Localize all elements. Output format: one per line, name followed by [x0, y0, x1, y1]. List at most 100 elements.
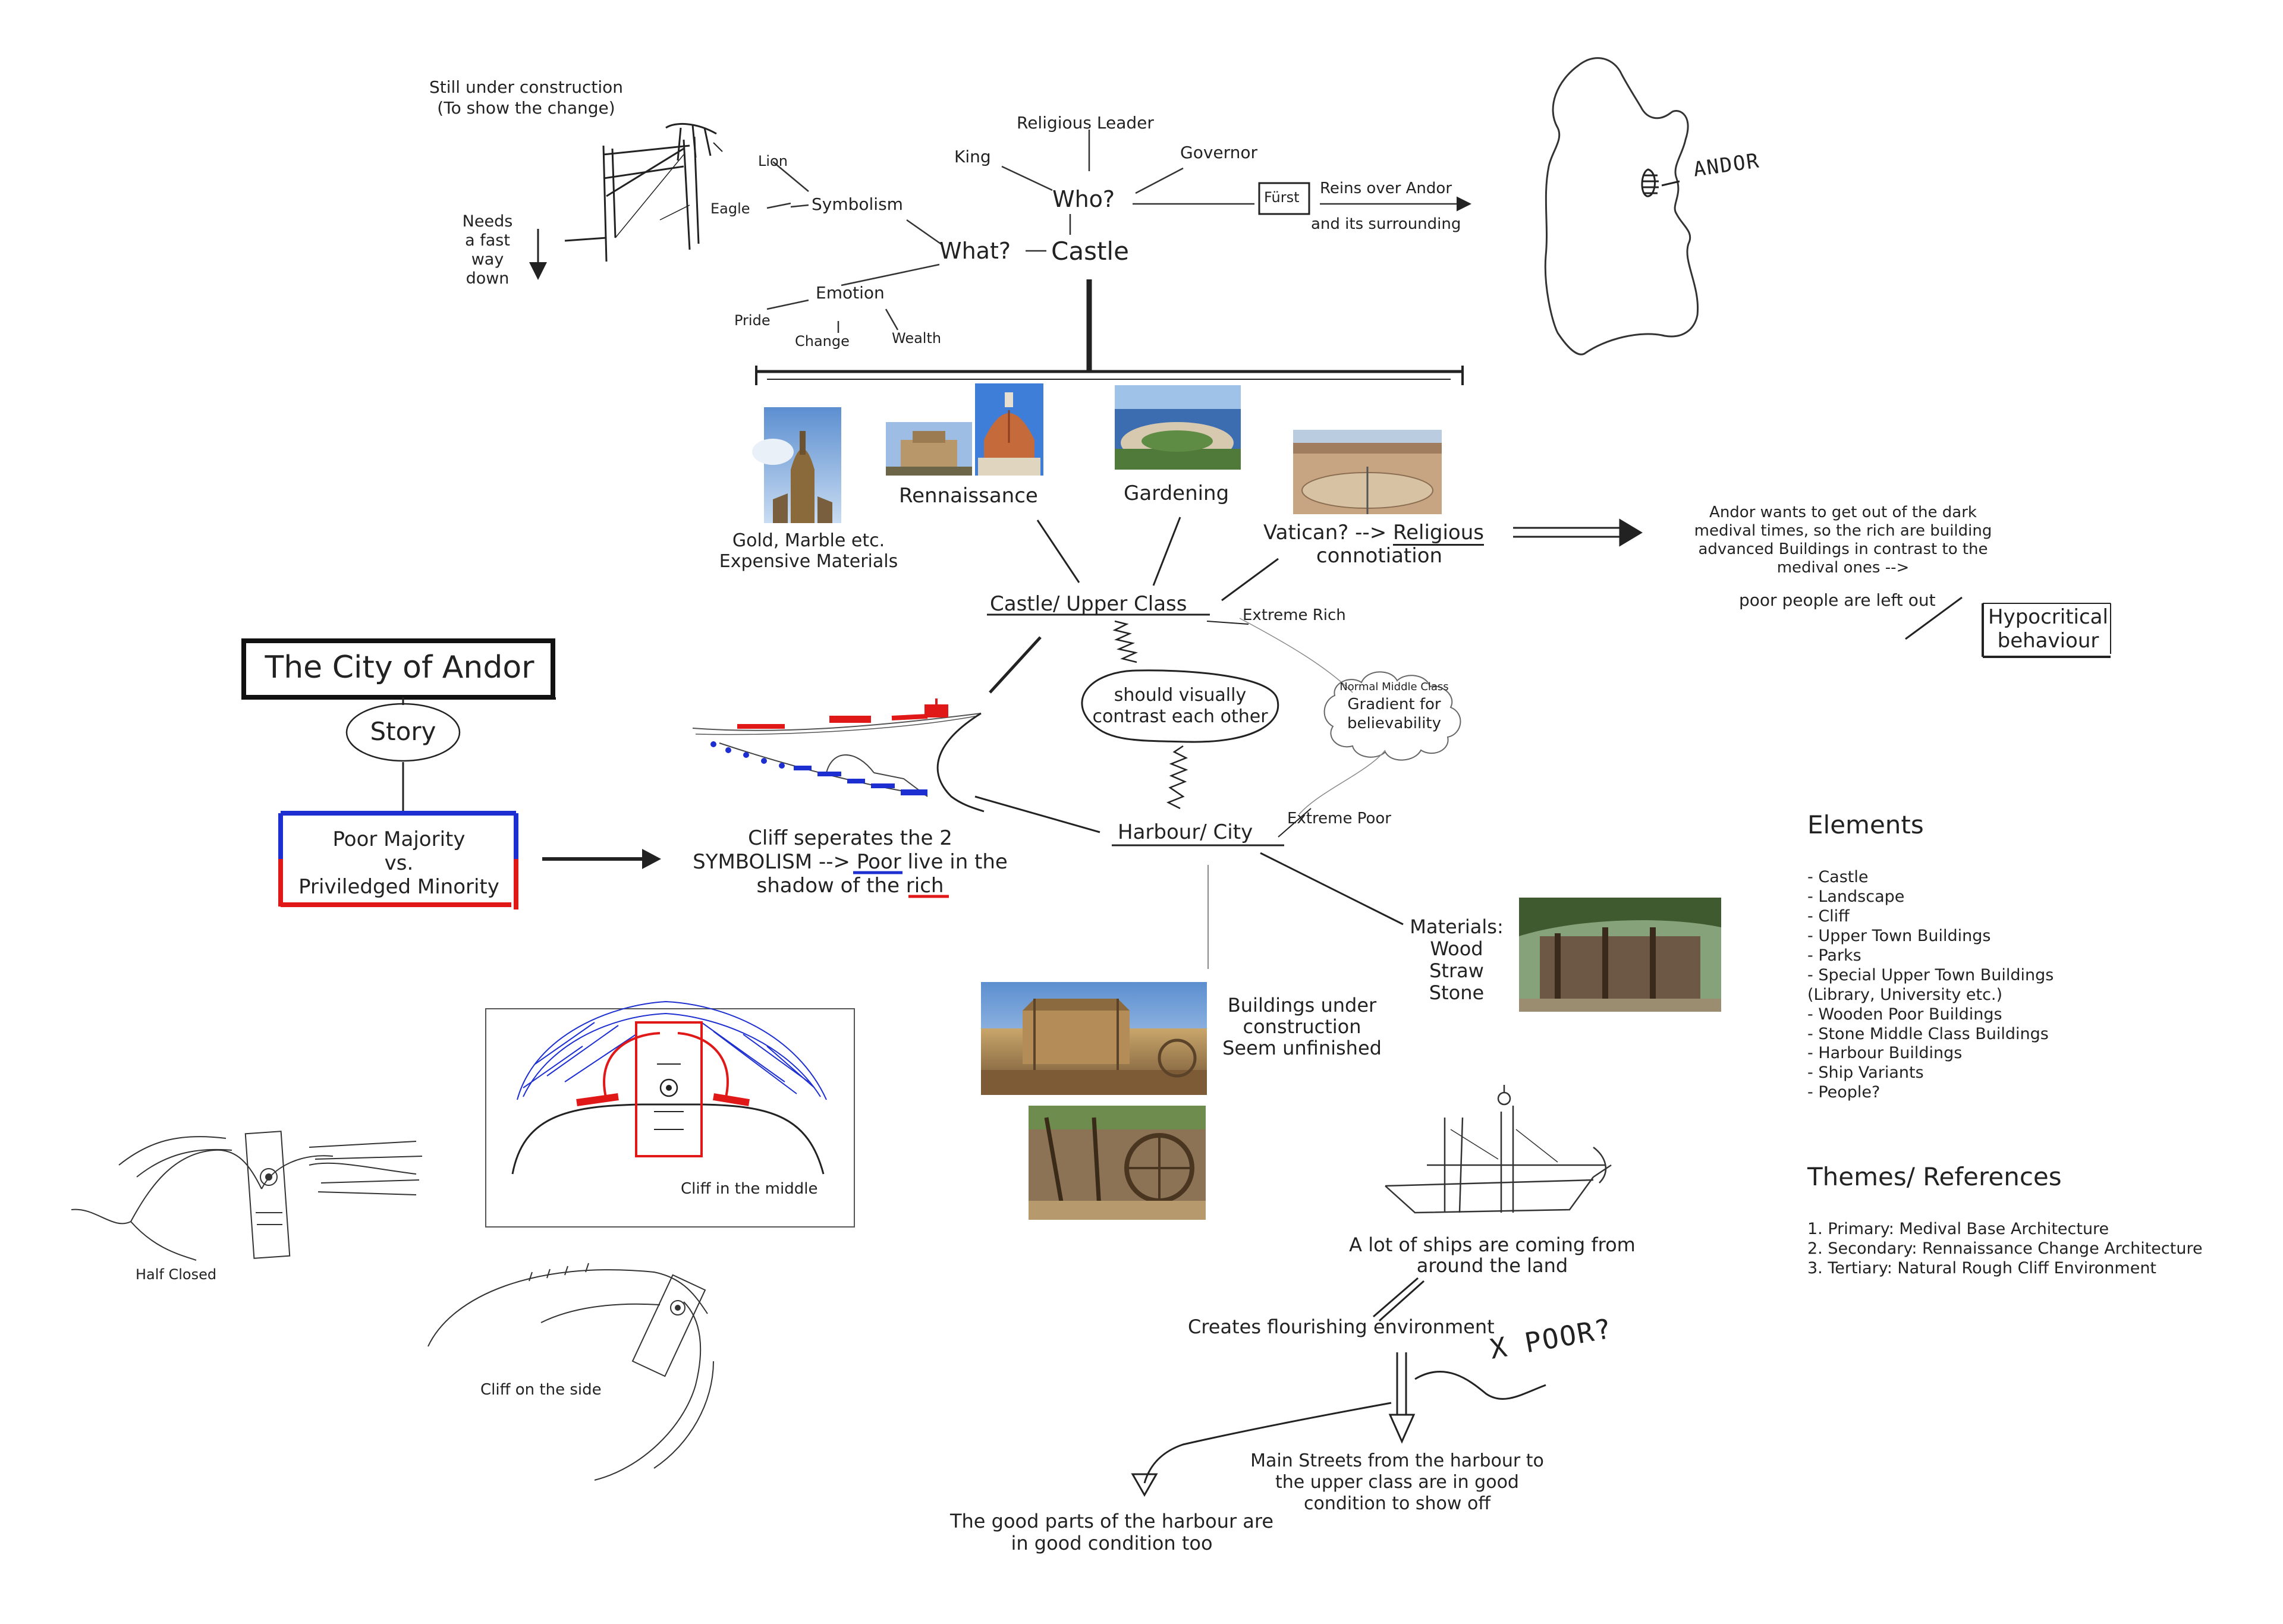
list-item: - Upper Town Buildings: [1807, 926, 1991, 945]
emotion-label: Emotion: [816, 283, 885, 303]
cliff-middle-sketch: [511, 1000, 827, 1175]
emotion-change: Change: [795, 333, 850, 350]
list-item: - Parks: [1807, 946, 1861, 965]
versus-label: vs.: [384, 851, 414, 875]
list-item: 1. Primary: Medival Base Architecture: [1807, 1220, 2109, 1238]
contrast-bubble-line2: contrast each other: [1092, 706, 1268, 727]
hypocritical-line1: Hypocritical: [1988, 605, 2108, 629]
story-title: The City of Andor: [265, 650, 534, 685]
poor-rich-box: [278, 811, 518, 909]
list-item: (Library, University etc.): [1807, 985, 2003, 1004]
story-label: Story: [370, 717, 436, 746]
squiggle-icon-lower: [1166, 745, 1188, 810]
who-item-governor: Governor: [1180, 143, 1258, 162]
ruler-desc-1: Reins over Andor: [1320, 180, 1452, 197]
cliff-note-line1: Cliff seperates the 2: [748, 826, 952, 850]
list-item: - Harbour Buildings: [1807, 1044, 1963, 1063]
renaissance-label: Rennaissance: [899, 484, 1038, 508]
andor-note-4: medival ones -->: [1776, 559, 1910, 577]
cliff-note-suffix: live in the: [901, 850, 1008, 874]
materials-line2: Wood: [1430, 937, 1483, 960]
sketch-label-side: Cliff on the side: [480, 1381, 602, 1399]
castle-bracket: [755, 279, 1464, 385]
list-item: - Wooden Poor Buildings: [1807, 1005, 2002, 1024]
photo-renaissance-castle: [886, 422, 972, 476]
arrow-right-icon: [542, 849, 661, 869]
photo-vatican: [1293, 430, 1442, 514]
themes-list: 1. Primary: Medival Base Architecture 2.…: [1807, 1220, 2203, 1279]
vatican-line2: connotiation: [1316, 544, 1443, 568]
cloud-line1: Normal Middle Class: [1339, 681, 1449, 693]
main-streets-line3: condition to show off: [1304, 1493, 1490, 1514]
good-parts-line1: The good parts of the harbour are: [949, 1510, 1274, 1532]
who-item-religious-leader: Religious Leader: [1017, 113, 1154, 133]
list-item: 2. Secondary: Rennaissance Change Archit…: [1807, 1239, 2203, 1258]
andor-island-outline: [1544, 57, 1699, 355]
cliff-note-prefix: SYMBOLISM -->: [693, 850, 857, 874]
cliff-note-shadow: shadow of the: [756, 874, 906, 898]
list-item: - Special Upper Town Buildings: [1807, 965, 2054, 984]
flourishing-label: Creates flourishing environment: [1188, 1315, 1495, 1338]
photo-renaissance-dome: [975, 383, 1043, 476]
vatican-prefix: Vatican? -->: [1263, 521, 1393, 545]
cloud-line3: believability: [1347, 715, 1442, 732]
andor-note-2: medival times, so the rich are building: [1694, 522, 1992, 540]
cliff-note-line2: SYMBOLISM --> Poor live in the: [672, 850, 1029, 874]
cliff-middle-frame: [485, 1008, 855, 1228]
construction-note-line1: Still under construction: [429, 77, 624, 97]
list-item: - Cliff: [1807, 907, 1850, 926]
hypocritical-box: [1982, 603, 2111, 658]
andor-marker-icon: [1641, 168, 1680, 197]
fast-way-note-2: a fast: [465, 231, 510, 250]
cliff-note-rich: rich: [905, 874, 944, 898]
construction-line1: Buildings under: [1227, 994, 1377, 1016]
materials-line1: Materials:: [1410, 915, 1504, 938]
harbour-lines: [974, 795, 1404, 969]
contrast-bubble-line1: should visually: [1114, 685, 1247, 706]
extreme-rich-label: Extreme Rich: [1243, 606, 1346, 624]
cloud-line2: Gradient for: [1347, 695, 1441, 713]
list-item: - Landscape: [1807, 887, 1905, 906]
poor-majority-label: Poor Majority: [332, 827, 466, 851]
half-closed-sketch: [71, 1131, 423, 1261]
cliff-note-poor: Poor: [856, 850, 901, 874]
who-item-king: King: [954, 147, 991, 166]
list-item: - Stone Middle Class Buildings: [1807, 1024, 2049, 1043]
gardening-label: Gardening: [1124, 481, 1229, 505]
photo-construction-1: [981, 982, 1207, 1095]
good-parts-line2: in good condition too: [1011, 1532, 1213, 1554]
fast-way-note-3: way: [471, 250, 504, 269]
class-gradient-lines: [1239, 618, 1386, 815]
vatican-label: Vatican? --> Religious: [1263, 521, 1484, 545]
elements-list: - Castle - Landscape - Cliff - Upper Tow…: [1807, 868, 2054, 1103]
main-streets-line2: the upper class are in good: [1275, 1472, 1519, 1493]
fast-way-note-4: down: [466, 269, 510, 288]
ship-sketch: [1385, 1085, 1612, 1214]
flow-lines: [1131, 1277, 1546, 1497]
materials-line4: Stone: [1429, 981, 1485, 1004]
construction-line3: Seem unfinished: [1222, 1037, 1382, 1059]
ships-note-line1: A lot of ships are coming from: [1349, 1233, 1636, 1256]
priviledged-minority-label: Priviledged Minority: [298, 875, 499, 899]
cliff-note-line3: shadow of the rich: [672, 874, 1029, 898]
sketch-label-half: Half Closed: [136, 1266, 217, 1283]
ruler-desc-2: and its surrounding: [1311, 215, 1461, 233]
thought-bubble-icon: [1081, 669, 1279, 743]
cliff-side-sketch: [427, 1263, 714, 1481]
andor-note-1: Andor wants to get out of the dark: [1709, 503, 1977, 521]
symbolism-label: Symbolism: [812, 194, 903, 214]
ruler-box-label: Fürst: [1264, 189, 1300, 206]
cloud-icon: [1323, 671, 1461, 761]
themes-title: Themes/ References: [1807, 1162, 2062, 1191]
andor-note-3: advanced Buildings in contrast to the: [1698, 540, 1988, 558]
symbol-lion: Lion: [758, 153, 788, 169]
poor-left-out: poor people are left out: [1739, 590, 1936, 610]
list-item: - People?: [1807, 1083, 1881, 1102]
gold-caption-2: Expensive Materials: [719, 551, 898, 572]
photo-construction-2: [1029, 1106, 1206, 1220]
squiggle-icon: [1112, 620, 1138, 663]
main-streets-line1: Main Streets from the harbour to: [1250, 1450, 1544, 1471]
double-arrow-icon: [1513, 518, 1643, 547]
upper-class-lines: [987, 517, 1279, 694]
cliff-note-underlines: [853, 871, 949, 898]
